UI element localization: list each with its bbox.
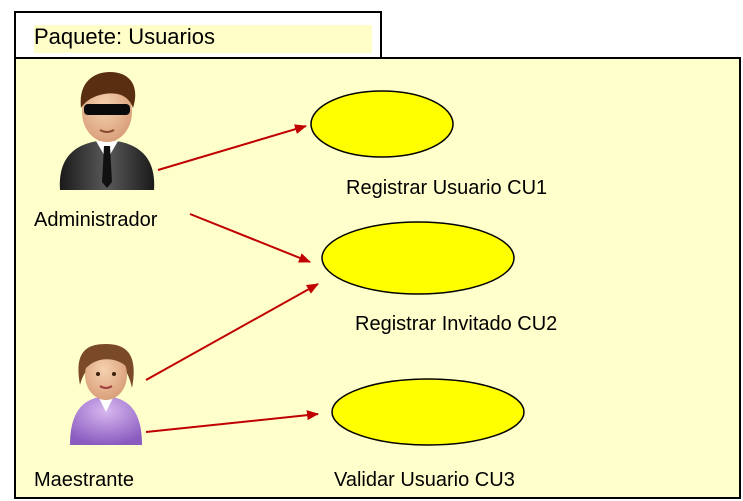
use-case-label-cu3: Validar Usuario CU3 [334, 469, 515, 491]
package-tab-highlight [34, 25, 372, 53]
association-arrow [145, 410, 319, 433]
package-title: Paquete: Usuarios [34, 24, 215, 49]
actor-label-maestrante: Maestrante [34, 469, 135, 491]
use-case-label-cu1: Registrar Usuario CU1 [346, 177, 548, 199]
use-case-ellipse[interactable] [321, 221, 515, 295]
association-arrow [145, 283, 319, 381]
use-case-label-cu2: Registrar Invitado CU2 [355, 313, 558, 335]
use-case-ellipse[interactable] [310, 90, 454, 158]
use-case-ellipse[interactable] [331, 378, 525, 446]
package-tab [14, 11, 382, 59]
student-actor-icon [70, 344, 142, 445]
administrator-actor-icon [59, 72, 155, 190]
association-arrow [189, 213, 311, 263]
association-arrow [157, 124, 307, 171]
actor-label-administrador: Administrador [34, 209, 158, 231]
